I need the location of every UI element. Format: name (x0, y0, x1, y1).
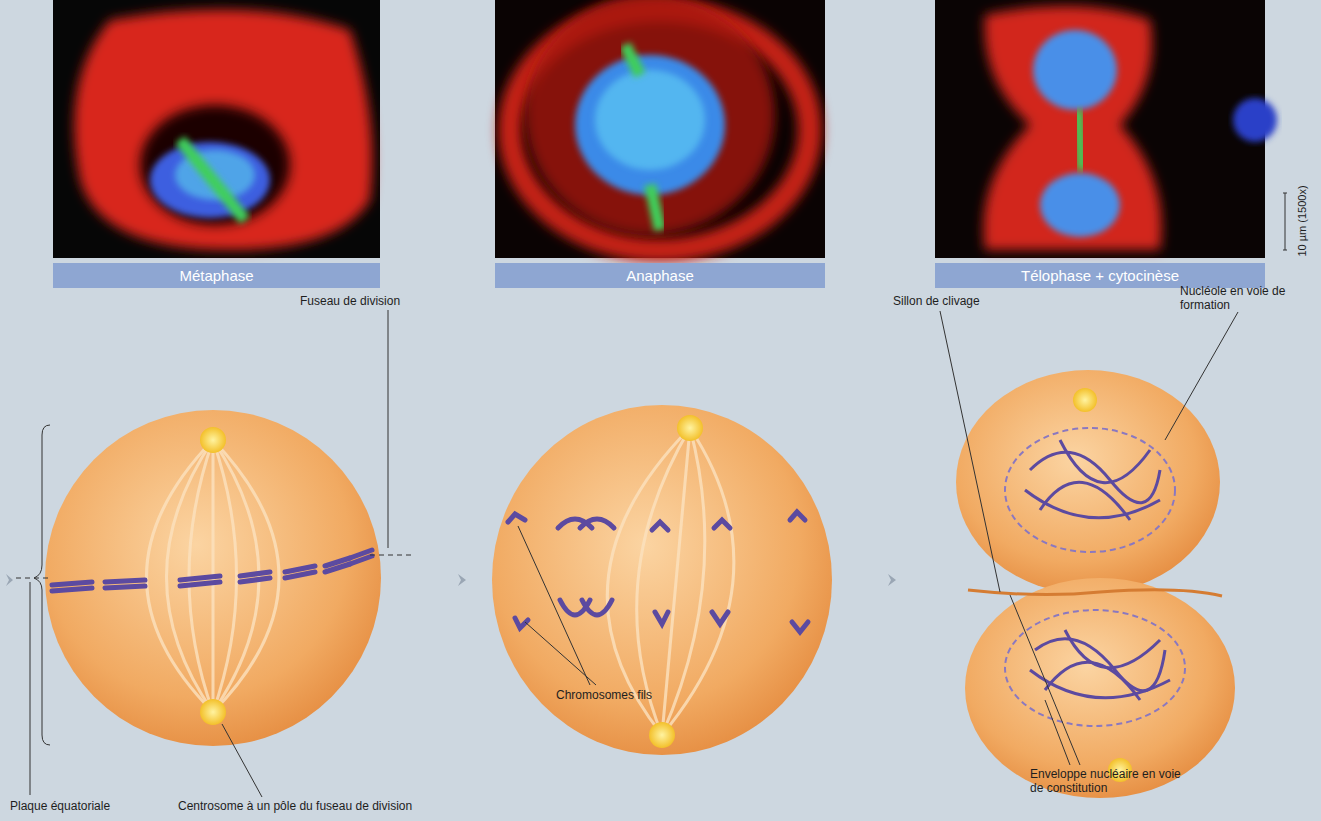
phase-bar: Anaphase (495, 263, 825, 288)
scale-label: 10 µm (1500x) (1295, 185, 1309, 256)
part-label-box: Fuseau de division (300, 294, 400, 308)
leader-line (16, 310, 1238, 797)
phase-bar: Métaphase (53, 263, 380, 288)
part-label: Centrosome à un pôle du fuseau de divisi… (178, 799, 412, 813)
micrograph-metaphase (53, 0, 380, 258)
part-label-box: Nucléole en voie de formation (1180, 284, 1298, 312)
part-label: Fuseau de division (300, 294, 400, 308)
cell-anaphase (492, 405, 832, 755)
phase-name: Télophase + cytocinèse (1021, 267, 1179, 284)
scale-bar (1283, 193, 1287, 250)
phase-name: Métaphase (179, 267, 253, 284)
part-label: Enveloppe nucléaire en voie de constitut… (1030, 767, 1195, 795)
part-label-box: Centrosome à un pôle du fuseau de divisi… (178, 799, 412, 813)
cell-metaphase (45, 410, 381, 746)
part-label: Nucléole en voie de formation (1180, 284, 1298, 312)
part-label-box: Enveloppe nucléaire en voie de constitut… (1030, 767, 1195, 795)
part-label-box: Plaque équatoriale (10, 799, 110, 813)
scale-label-box: 10 µm (1500x) (1295, 185, 1309, 256)
phase-name: Anaphase (626, 267, 694, 284)
micrograph-telophase (935, 0, 1277, 258)
part-label: Sillon de clivage (893, 294, 980, 308)
part-label: Chromosomes fils (556, 688, 652, 702)
micrograph-anaphase (495, 0, 825, 258)
part-label-box: Chromosomes fils (556, 688, 652, 702)
part-label-box: Sillon de clivage (893, 294, 980, 308)
part-label: Plaque équatoriale (10, 799, 110, 813)
